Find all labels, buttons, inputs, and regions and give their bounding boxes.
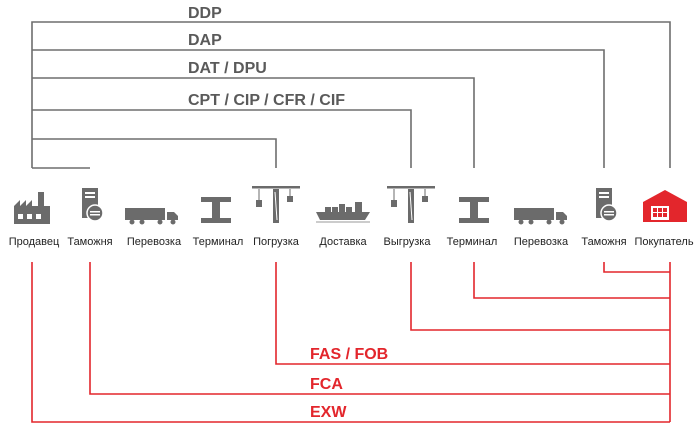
crane-icon (386, 185, 436, 224)
customs-icon (81, 187, 104, 222)
customs-icon (595, 187, 618, 222)
fas-fob-line (275, 262, 670, 365)
dap-line (32, 49, 605, 168)
stage-label-transport-pre: Перевозка (127, 236, 182, 248)
loading-line (32, 138, 277, 168)
terminal-icon (201, 197, 231, 223)
stage-label-terminal-origin: Терминал (193, 236, 244, 248)
factory-icon (14, 192, 50, 224)
stage-label-customs-export: Таможня (67, 236, 112, 248)
ddp-line (31, 21, 671, 168)
term-fas-fob: FAS / FOB (310, 346, 388, 363)
term-dap: DAP (188, 32, 222, 49)
crane-icon (251, 185, 301, 224)
dat-dpu-line (32, 77, 475, 168)
stage-label-loading: Погрузка (253, 236, 300, 248)
stage-label-customs-import: Таможня (581, 236, 626, 248)
truck-icon (125, 208, 178, 225)
customs-import-line (603, 262, 670, 273)
stage-label-transport-on: Перевозка (514, 236, 569, 248)
term-ddp: DDP (188, 5, 222, 22)
term-exw: EXW (310, 404, 347, 421)
warehouse-icon (643, 190, 687, 222)
terminal-icon (459, 197, 489, 223)
stage-label-seller: Продавец (9, 236, 60, 248)
unloading-line (410, 262, 670, 331)
terminal-destination-line (473, 262, 670, 299)
exw-line (31, 262, 670, 423)
stage-label-delivery: Доставка (319, 236, 367, 248)
term-dat-dpu: DAT / DPU (188, 60, 267, 77)
term-fca: FCA (310, 376, 343, 393)
stage-label-unloading: Выгрузка (384, 236, 432, 248)
cpt-cip-cfr-cif-line (32, 109, 412, 168)
ship-icon (315, 201, 371, 223)
truck-icon (514, 208, 567, 225)
fca-line (89, 262, 670, 395)
stage-label-terminal-destination: Терминал (447, 236, 498, 248)
term-cpt-cip-cfr-cif: CPT / CIP / CFR / CIF (188, 92, 345, 109)
stage-label-buyer: Покупатель (634, 236, 693, 248)
